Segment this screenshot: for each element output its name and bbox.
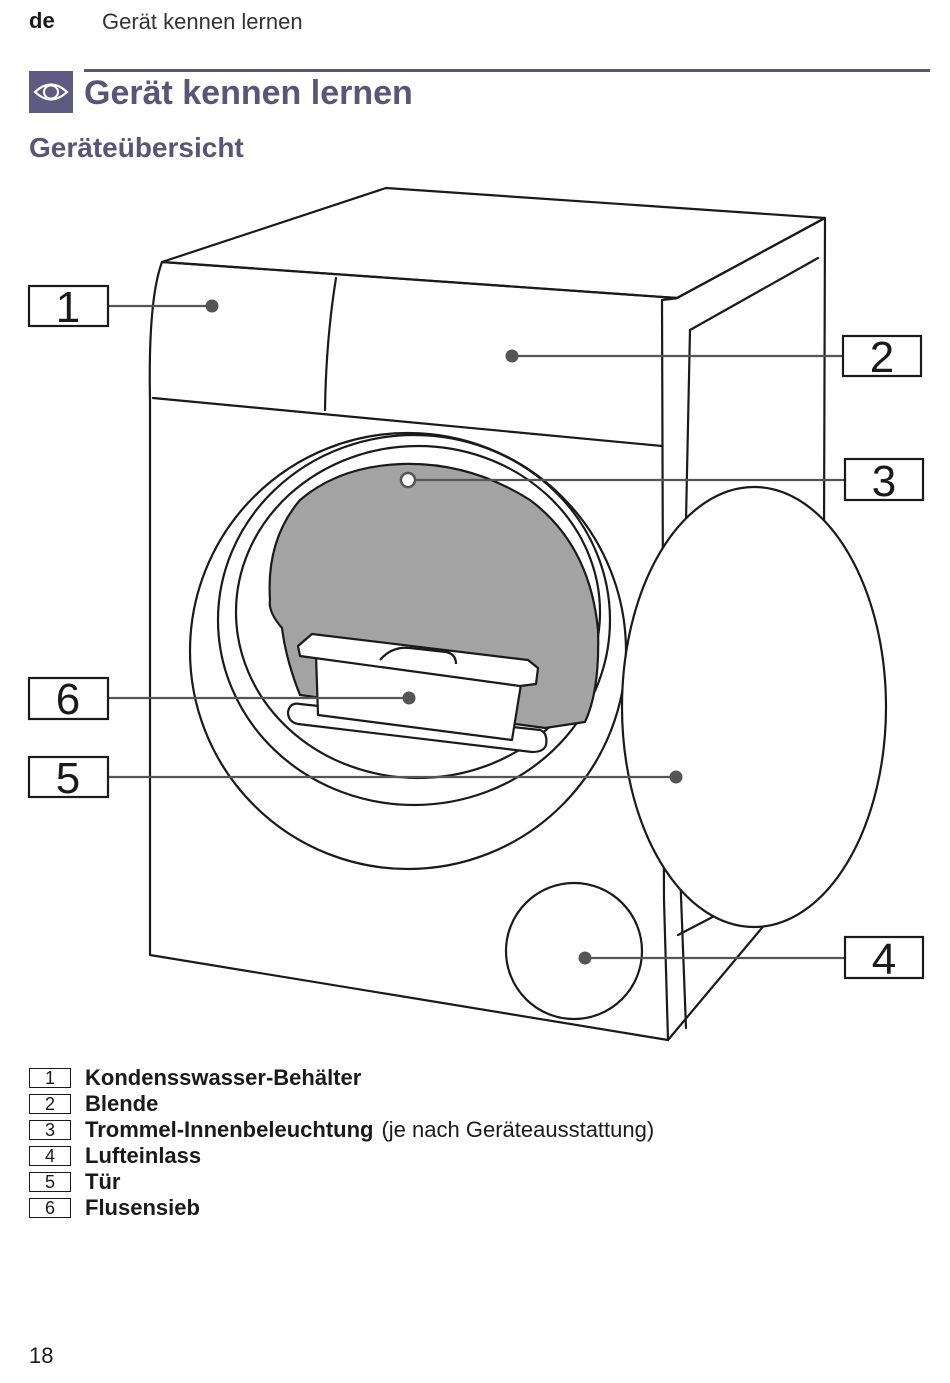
callout-2: 2 (870, 333, 894, 382)
header-title: Gerät kennen lernen (102, 9, 303, 34)
legend-item: 1 Kondensswasser-Behälter (29, 1065, 654, 1091)
legend-number: 4 (29, 1146, 71, 1166)
legend-number: 1 (29, 1068, 71, 1088)
legend-item: 3 Trommel-Innenbeleuchtung (je nach Gerä… (29, 1117, 654, 1143)
dryer-illustration: 1 2 3 4 5 6 (27, 186, 925, 1042)
legend-label: Tür (85, 1169, 121, 1194)
section-title: Geräteübersicht (29, 132, 244, 163)
legend-number: 5 (29, 1172, 71, 1192)
legend-label: Blende (85, 1091, 159, 1116)
callout-4: 4 (872, 935, 896, 984)
air-inlet (504, 881, 644, 1021)
legend-label: Flusensieb (85, 1195, 200, 1220)
callout-5: 5 (56, 754, 80, 803)
title-rule (84, 69, 930, 72)
lint-filter (286, 632, 548, 754)
legend-label: Trommel-Innenbeleuchtung (85, 1117, 374, 1142)
dryer-top (160, 186, 827, 300)
legend-label: Kondensswasser-Behälter (85, 1065, 362, 1090)
callout-6: 6 (56, 675, 80, 724)
legend-item: 5 Tür (29, 1169, 654, 1195)
legend-item: 6 Flusensieb (29, 1195, 654, 1221)
door (620, 485, 888, 929)
legend-number: 3 (29, 1120, 71, 1140)
door-ring-middle (216, 433, 612, 807)
header-language: de (29, 8, 55, 33)
page-number: 18 (29, 1343, 54, 1368)
legend-number: 6 (29, 1198, 71, 1218)
parts-legend: 1 Kondensswasser-Behälter 2 Blende 3 Tro… (29, 1065, 654, 1221)
legend-note: (je nach Geräteausstattung) (381, 1117, 655, 1142)
callout-1: 1 (56, 283, 80, 332)
legend-item: 4 Lufteinlass (29, 1143, 654, 1169)
legend-label: Lufteinlass (85, 1143, 202, 1168)
eye-icon (29, 71, 73, 113)
callout-3: 3 (872, 457, 896, 506)
legend-number: 2 (29, 1094, 71, 1114)
control-panel-line (151, 396, 664, 448)
legend-item: 2 Blende (29, 1091, 654, 1117)
page-title: Gerät kennen lernen (84, 74, 413, 112)
